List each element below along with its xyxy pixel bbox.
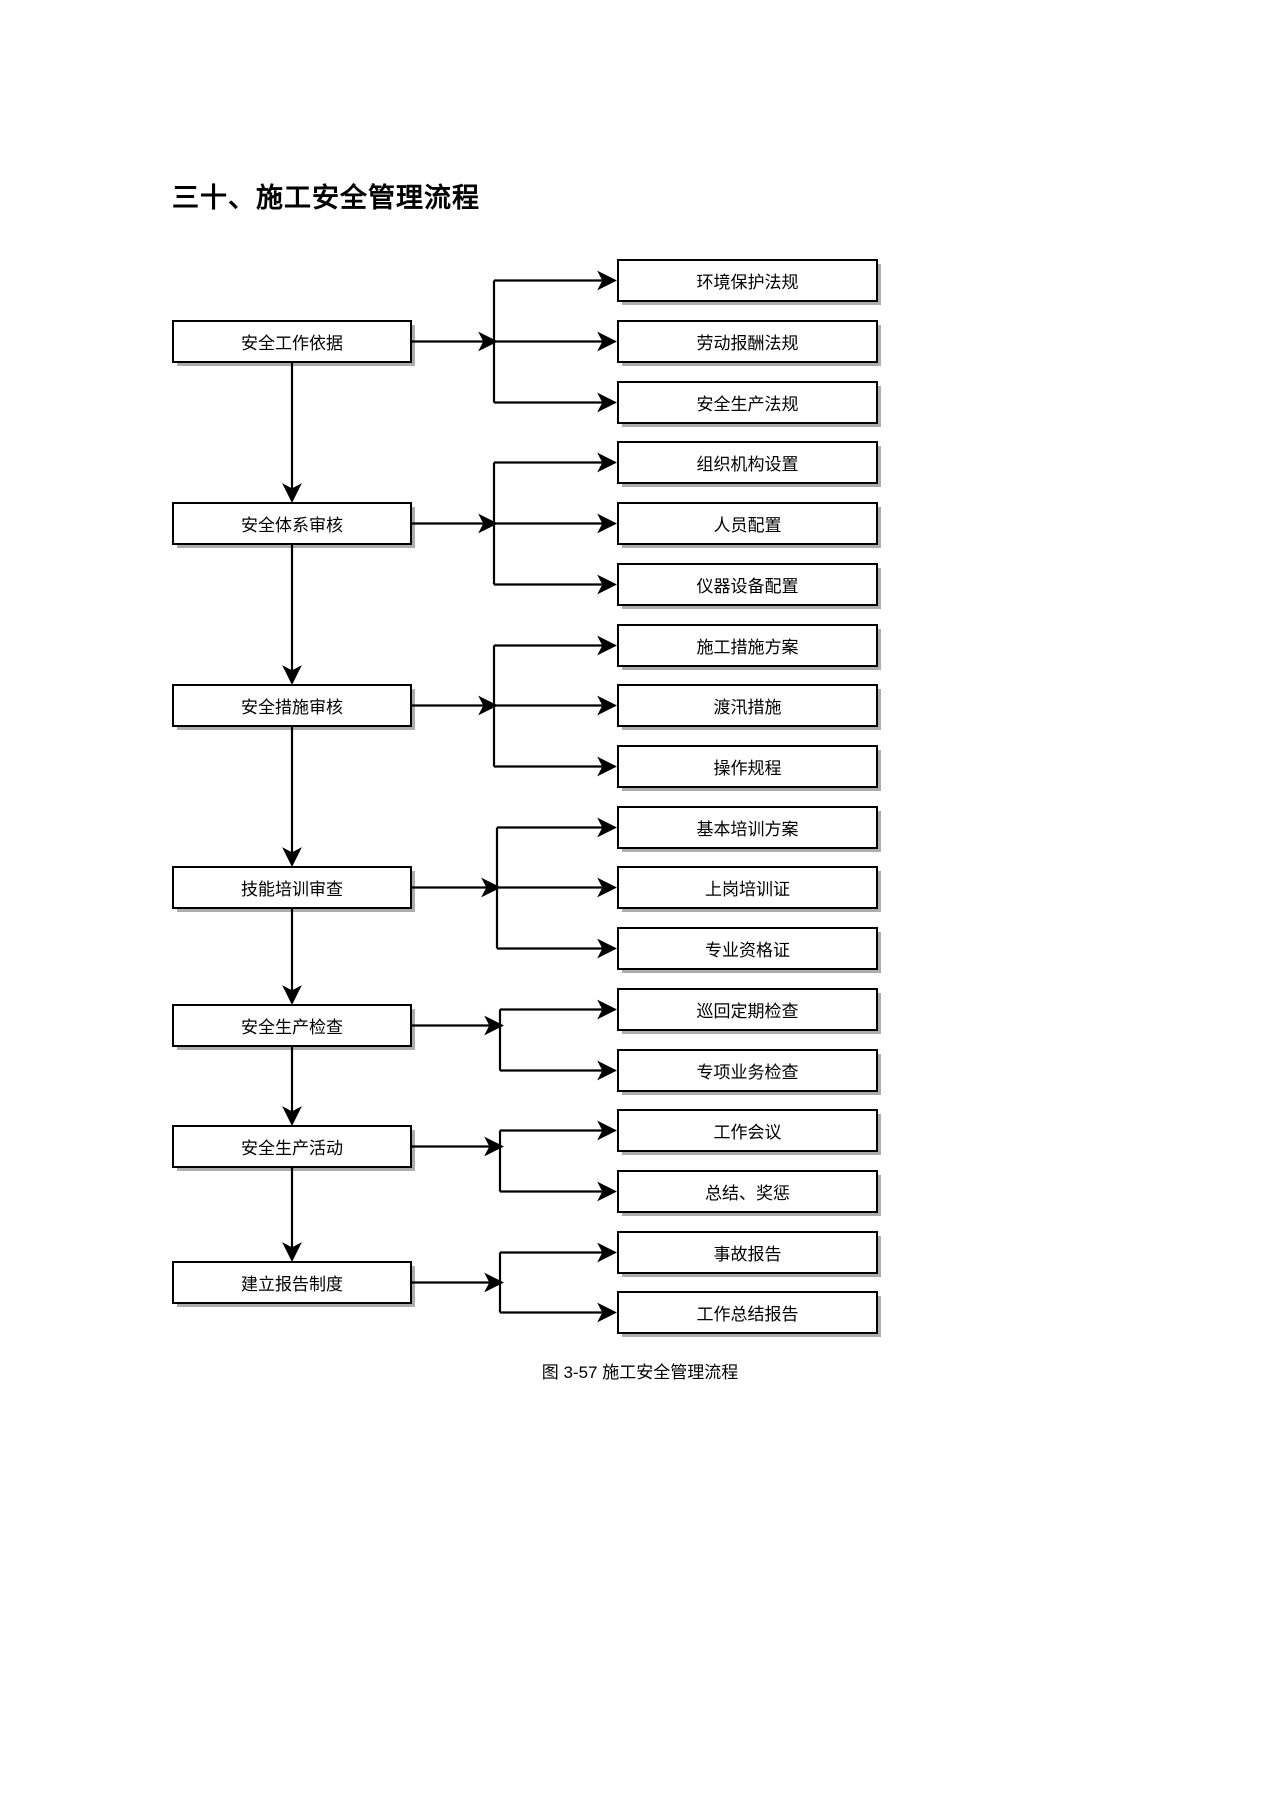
stage-box-label: 安全生产活动	[241, 1139, 343, 1158]
output-box-label: 施工措施方案	[696, 638, 799, 657]
stage-box-label: 建立报告制度	[241, 1275, 343, 1294]
output-box-label: 人员配置	[713, 516, 782, 535]
output-box-4[interactable]: 组织机构设置	[617, 441, 878, 484]
stage-box-1[interactable]: 安全工作依据	[172, 320, 412, 363]
output-box-17[interactable]: 事故报告	[617, 1231, 878, 1274]
output-box-5[interactable]: 人员配置	[617, 502, 878, 545]
output-box-label: 基本培训方案	[696, 820, 799, 839]
output-box-3[interactable]: 安全生产法规	[617, 381, 878, 424]
stage-box-label: 安全体系审核	[241, 516, 343, 535]
output-box-2[interactable]: 劳动报酬法规	[617, 320, 878, 363]
stage-box-5[interactable]: 安全生产检查	[172, 1004, 412, 1047]
stage-box-2[interactable]: 安全体系审核	[172, 502, 412, 545]
output-box-12[interactable]: 专业资格证	[617, 927, 878, 970]
output-box-label: 专项业务检查	[696, 1063, 799, 1082]
output-box-14[interactable]: 专项业务检查	[617, 1049, 878, 1092]
output-box-label: 仪器设备配置	[696, 577, 799, 596]
output-box-label: 安全生产法规	[696, 395, 799, 414]
stage-box-label: 技能培训审查	[241, 880, 343, 899]
output-box-9[interactable]: 操作规程	[617, 745, 878, 788]
output-box-label: 劳动报酬法规	[696, 334, 799, 353]
output-box-10[interactable]: 基本培训方案	[617, 806, 878, 849]
output-box-6[interactable]: 仪器设备配置	[617, 563, 878, 606]
output-box-label: 组织机构设置	[696, 455, 799, 474]
stage-box-label: 安全工作依据	[241, 334, 343, 353]
output-box-7[interactable]: 施工措施方案	[617, 624, 878, 667]
figure-caption: 图 3-57 施工安全管理流程	[541, 1363, 739, 1382]
output-box-11[interactable]: 上岗培训证	[617, 866, 878, 909]
stage-box-4[interactable]: 技能培训审查	[172, 866, 412, 909]
output-box-18[interactable]: 工作总结报告	[617, 1291, 878, 1334]
output-box-label: 操作规程	[713, 759, 782, 778]
output-box-label: 工作会议	[713, 1123, 782, 1142]
stage-box-6[interactable]: 安全生产活动	[172, 1125, 412, 1168]
output-box-15[interactable]: 工作会议	[617, 1109, 878, 1152]
stage-box-7[interactable]: 建立报告制度	[172, 1261, 412, 1304]
output-box-label: 工作总结报告	[696, 1305, 799, 1324]
page-title: 三十、施工安全管理流程	[172, 183, 480, 213]
output-box-label: 总结、奖惩	[705, 1184, 790, 1203]
output-box-label: 上岗培训证	[705, 880, 790, 899]
output-box-label: 渡汛措施	[713, 698, 782, 717]
output-box-8[interactable]: 渡汛措施	[617, 684, 878, 727]
output-box-label: 巡回定期检查	[696, 1002, 799, 1021]
output-box-label: 专业资格证	[705, 941, 790, 960]
output-box-16[interactable]: 总结、奖惩	[617, 1170, 878, 1213]
output-box-13[interactable]: 巡回定期检查	[617, 988, 878, 1031]
stage-box-label: 安全措施审核	[241, 698, 343, 717]
stage-box-label: 安全生产检查	[241, 1018, 343, 1037]
output-box-label: 环境保护法规	[696, 273, 799, 292]
stage-box-3[interactable]: 安全措施审核	[172, 684, 412, 727]
output-box-1[interactable]: 环境保护法规	[617, 259, 878, 302]
output-box-label: 事故报告	[713, 1245, 782, 1264]
